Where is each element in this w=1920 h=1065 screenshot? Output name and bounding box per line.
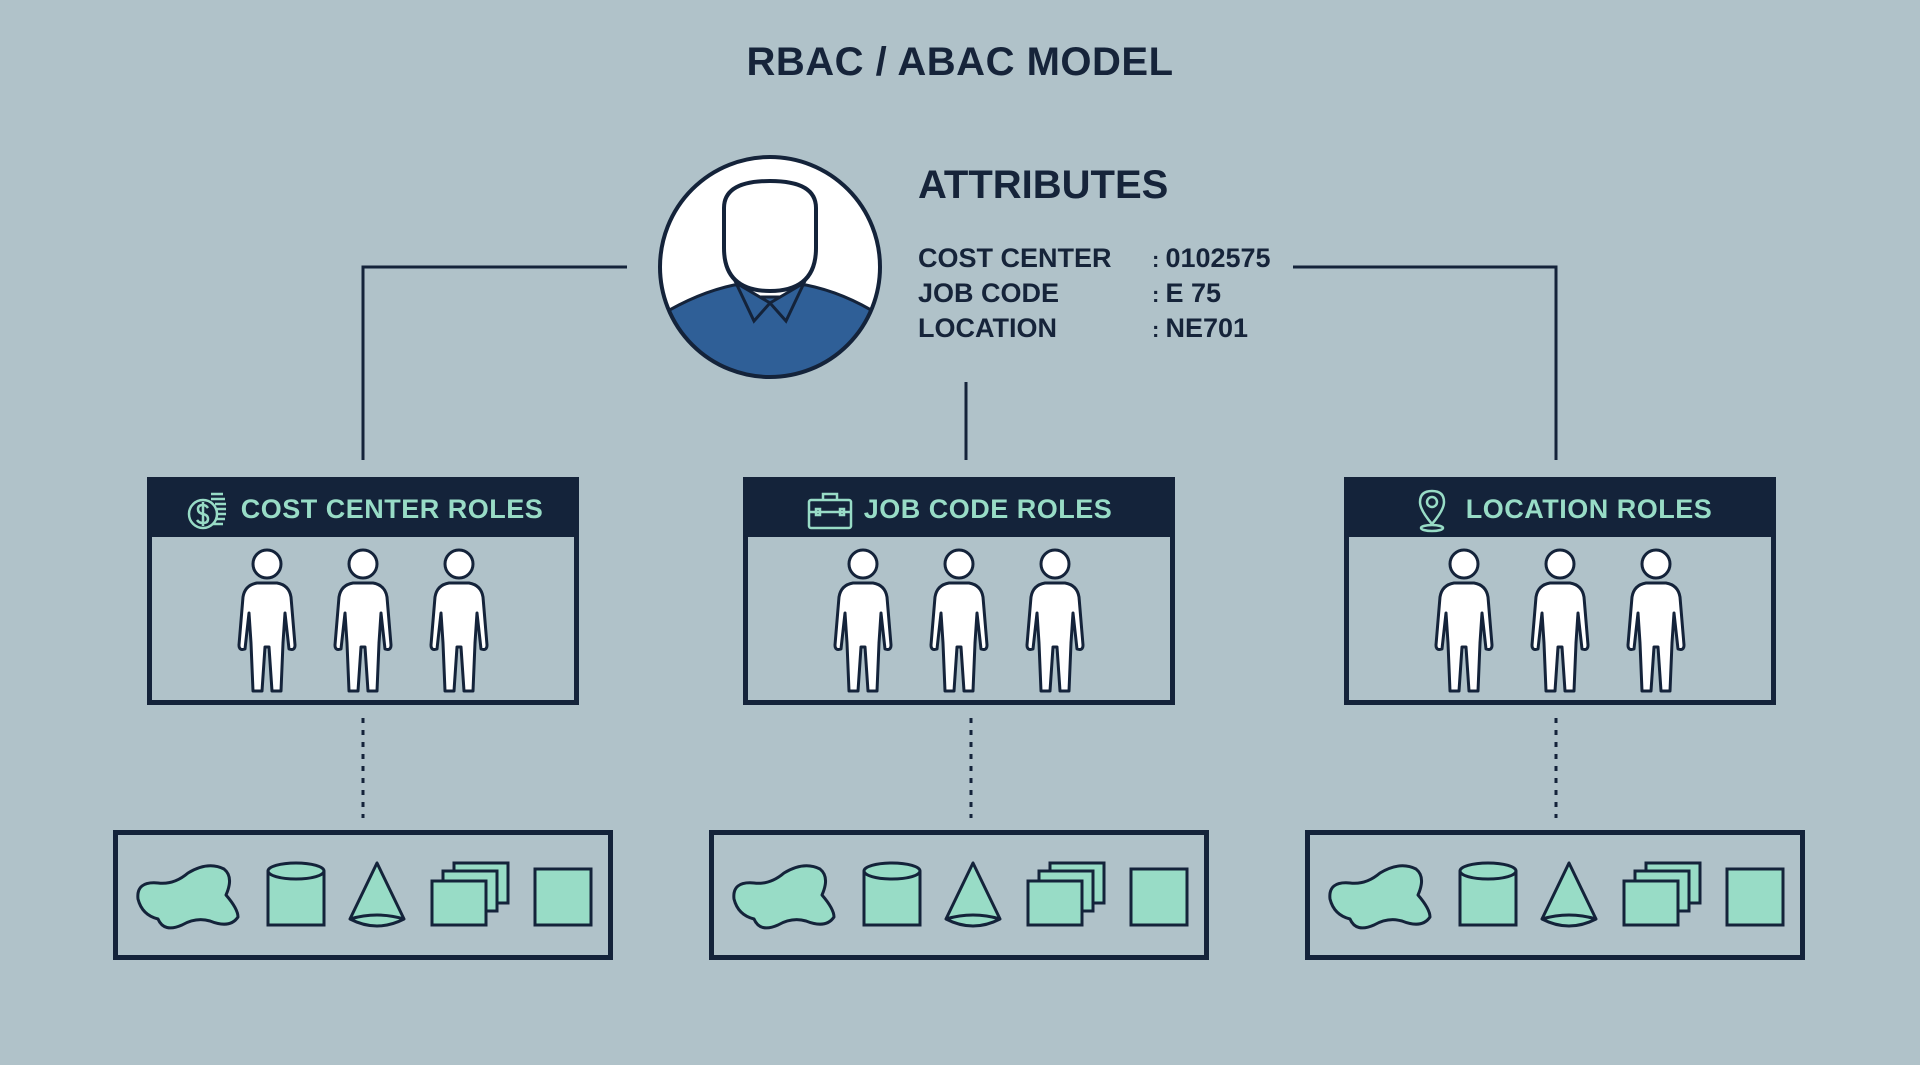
- stacked-cards-icon: [1026, 861, 1106, 927]
- blob-icon: [136, 864, 240, 930]
- role-group-header: COST CENTER ROLES: [152, 482, 574, 537]
- role-members: [152, 547, 574, 697]
- cone-icon: [1540, 861, 1598, 928]
- briefcase-icon: [807, 492, 852, 529]
- square-icon: [1129, 867, 1189, 927]
- connector-left: [361, 265, 627, 460]
- connector-right: [1293, 265, 1558, 460]
- blob-icon: [1328, 864, 1432, 930]
- square-icon: [1725, 867, 1785, 927]
- role-group-label: JOB CODE ROLES: [863, 494, 1113, 524]
- cylinder-icon: [862, 861, 922, 927]
- person-icon: [237, 548, 297, 693]
- attributes-title: ATTRIBUTES: [918, 163, 1169, 207]
- person-icon: [333, 548, 393, 693]
- stacked-cards-icon: [430, 861, 510, 927]
- role-group-header: LOCATION ROLES: [1349, 482, 1771, 537]
- person-icon: [1530, 548, 1590, 693]
- role-members: [1349, 547, 1771, 697]
- cylinder-icon: [1458, 861, 1518, 927]
- role-group-job-code: JOB CODE ROLES: [743, 477, 1175, 705]
- attribute-label: LOCATION: [918, 313, 1057, 343]
- cylinder-icon: [266, 861, 326, 927]
- dollar-coins-icon: [187, 492, 226, 529]
- attribute-value: 0102575: [1152, 243, 1270, 274]
- location-pin-icon: [1418, 489, 1446, 532]
- square-icon: [533, 867, 593, 927]
- role-members: [748, 547, 1170, 697]
- user-avatar-icon: [658, 155, 882, 379]
- person-icon: [833, 548, 893, 693]
- page-title: RBAC / ABAC MODEL: [746, 40, 1174, 84]
- stacked-cards-icon: [1622, 861, 1702, 927]
- attribute-value: E 75: [1152, 278, 1221, 309]
- resources-box-job-code: [709, 830, 1209, 960]
- role-group-label: COST CENTER ROLES: [240, 494, 544, 524]
- role-group-cost-center: COST CENTER ROLES: [147, 477, 579, 705]
- person-icon: [1434, 548, 1494, 693]
- person-icon: [1025, 548, 1085, 693]
- cone-icon: [348, 861, 406, 928]
- person-icon: [929, 548, 989, 693]
- role-group-header: JOB CODE ROLES: [748, 482, 1170, 537]
- role-group-location: LOCATION ROLES: [1344, 477, 1776, 705]
- cone-icon: [944, 861, 1002, 928]
- resources-box-cost-center: [113, 830, 613, 960]
- blob-icon: [732, 864, 836, 930]
- attribute-label: COST CENTER: [918, 243, 1112, 273]
- person-icon: [1626, 548, 1686, 693]
- attribute-value: NE701: [1152, 313, 1248, 344]
- resources-box-location: [1305, 830, 1805, 960]
- attribute-label: JOB CODE: [918, 278, 1060, 308]
- role-group-label: LOCATION ROLES: [1465, 494, 1713, 524]
- person-icon: [429, 548, 489, 693]
